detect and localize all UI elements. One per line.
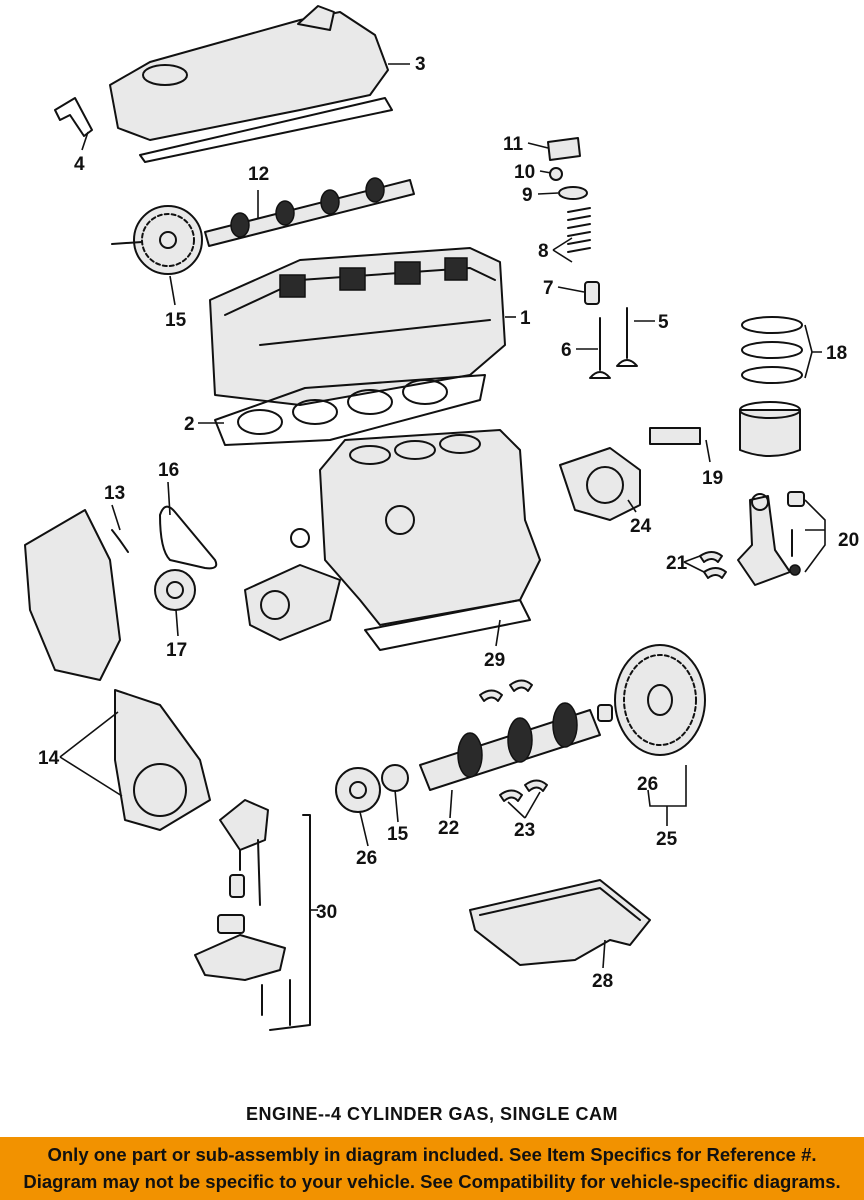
- callout-8: 8: [538, 241, 549, 262]
- callout-14: 14: [38, 748, 60, 769]
- callout-25: 26: [356, 848, 377, 869]
- callout-4: 4: [74, 154, 85, 175]
- callout-24: 24: [630, 516, 652, 537]
- head-gasket: [214, 374, 486, 446]
- flywheel: [597, 644, 706, 756]
- callout-7: 7: [543, 278, 554, 299]
- timing-cover-lower: [114, 689, 211, 831]
- valve-keeper: [549, 167, 563, 181]
- callout-21: 21: [666, 553, 688, 574]
- front-seal-housing: [244, 564, 341, 641]
- callout-6: 6: [561, 340, 572, 361]
- timing-belt: [159, 505, 218, 570]
- spring-retainer: [558, 186, 588, 200]
- callout-15-lower: 15: [387, 824, 409, 845]
- timing-cover-upper: [24, 509, 121, 681]
- rod-bearing: [699, 551, 723, 563]
- camshaft: [204, 177, 415, 247]
- piston: [739, 409, 801, 457]
- oil-pan-gasket: [364, 599, 531, 651]
- camshaft-sprocket: [111, 205, 203, 275]
- callout-23: 22: [438, 818, 459, 839]
- valve-cover-gasket-piece: [54, 97, 93, 137]
- piston-ring: [741, 341, 803, 359]
- callout-28: 28: [592, 971, 613, 992]
- valve-spring: [567, 207, 591, 253]
- engine-exploded-diagram: 3 4 12 11 10 9 8 7 5 6 1 15 2 18 19 20 2…: [24, 5, 859, 1031]
- disclaimer-line-2: Diagram may not be specific to your vehi…: [23, 1171, 841, 1192]
- piston-group: [649, 316, 803, 457]
- engine-block: [290, 429, 541, 626]
- crank-pulley: [335, 767, 381, 813]
- callout-16: 16: [158, 460, 179, 481]
- valve-seal: [584, 281, 600, 305]
- diagram-caption: ENGINE--4 CYLINDER GAS, SINGLE CAM: [245, 1104, 619, 1124]
- callout-11: 11: [503, 134, 524, 155]
- rod-bearing: [703, 567, 727, 579]
- main-bearing: [524, 779, 548, 792]
- callout-22: 23: [514, 820, 535, 841]
- callout-20: 20: [838, 530, 859, 551]
- callout-15-upper: 15: [165, 310, 187, 331]
- callout-13: 13: [104, 483, 125, 504]
- disclaimer-banner: Only one part or sub-assembly in diagram…: [0, 1137, 864, 1200]
- callout-3: 3: [415, 54, 426, 75]
- piston-ring: [741, 366, 803, 384]
- disclaimer-line-1: Only one part or sub-assembly in diagram…: [47, 1144, 817, 1165]
- timing-components: [24, 505, 218, 831]
- exhaust-valve: [616, 307, 638, 367]
- callout-5: 5: [658, 312, 669, 333]
- oil-pan: [469, 879, 651, 966]
- callout-30: 30: [316, 902, 337, 923]
- rear-main-seal-housing: [559, 447, 641, 521]
- callout-leaders: [59, 63, 826, 969]
- connecting-rod: [699, 491, 805, 586]
- callout-27: 26: [637, 774, 658, 795]
- crank-sprocket: [381, 764, 409, 792]
- callout-numbers: 3 4 12 11 10 9 8 7 5 6 1 15 2 18 19 20 2…: [38, 54, 859, 992]
- callout-9: 9: [522, 185, 533, 206]
- lifter: [547, 137, 581, 161]
- intake-valve: [589, 317, 611, 379]
- cylinder-head: [209, 247, 506, 406]
- belt-tensioner: [154, 569, 196, 611]
- callout-29: 29: [484, 650, 505, 671]
- callout-18: 18: [826, 343, 847, 364]
- valve-cover: [109, 5, 393, 163]
- piston-pin: [649, 427, 701, 445]
- main-bearing: [479, 689, 503, 702]
- callout-19: 19: [702, 468, 723, 489]
- callout-1: 1: [520, 308, 531, 329]
- main-bearing: [499, 789, 523, 802]
- callout-26: 25: [656, 829, 678, 850]
- callout-2: 2: [184, 414, 195, 435]
- timing-cover-bracket: [111, 529, 129, 553]
- oil-pump-assembly: [194, 799, 311, 1031]
- callout-10: 10: [514, 162, 535, 183]
- valve-train: [547, 137, 638, 379]
- callout-12: 12: [248, 164, 269, 185]
- piston-ring: [741, 316, 803, 334]
- crankshaft-group: [335, 679, 601, 813]
- main-bearing: [509, 679, 533, 692]
- callout-17: 17: [166, 640, 187, 661]
